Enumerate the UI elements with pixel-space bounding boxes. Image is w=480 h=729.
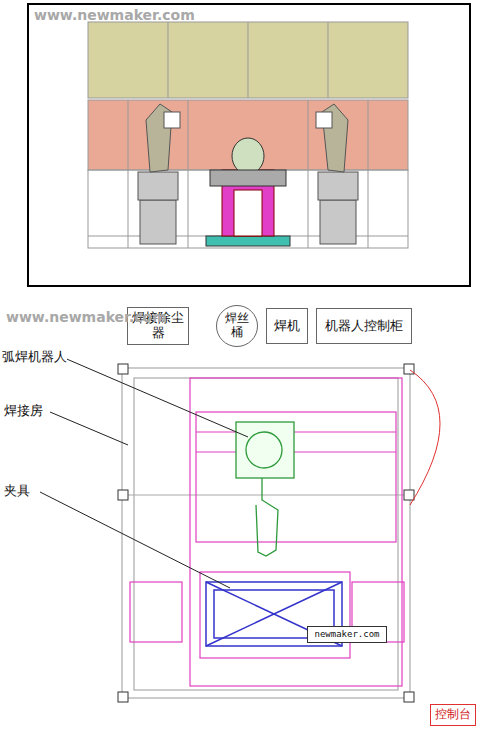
watermark: www.newmaker.com xyxy=(34,7,195,23)
callout-label: 弧焊机器人 xyxy=(2,348,67,366)
callout-label: 焊接房 xyxy=(4,402,43,420)
callout-label: 夹具 xyxy=(4,482,30,500)
node-text: 机器人控制柜 xyxy=(325,319,403,334)
node-text: 控制台 xyxy=(435,708,471,722)
node-text: 焊机 xyxy=(274,319,300,334)
watermark-box: newmaker.com xyxy=(307,626,387,643)
equipment-box: 焊机 xyxy=(266,308,308,344)
equipment-circle: 焊丝桶 xyxy=(216,305,258,347)
node-text: newmaker.com xyxy=(314,629,379,639)
watermark: www.newmaker.com xyxy=(6,309,167,325)
node-text: 焊丝桶 xyxy=(220,312,254,340)
equipment-box: 机器人控制柜 xyxy=(316,308,412,344)
console-box: 控制台 xyxy=(430,704,476,726)
